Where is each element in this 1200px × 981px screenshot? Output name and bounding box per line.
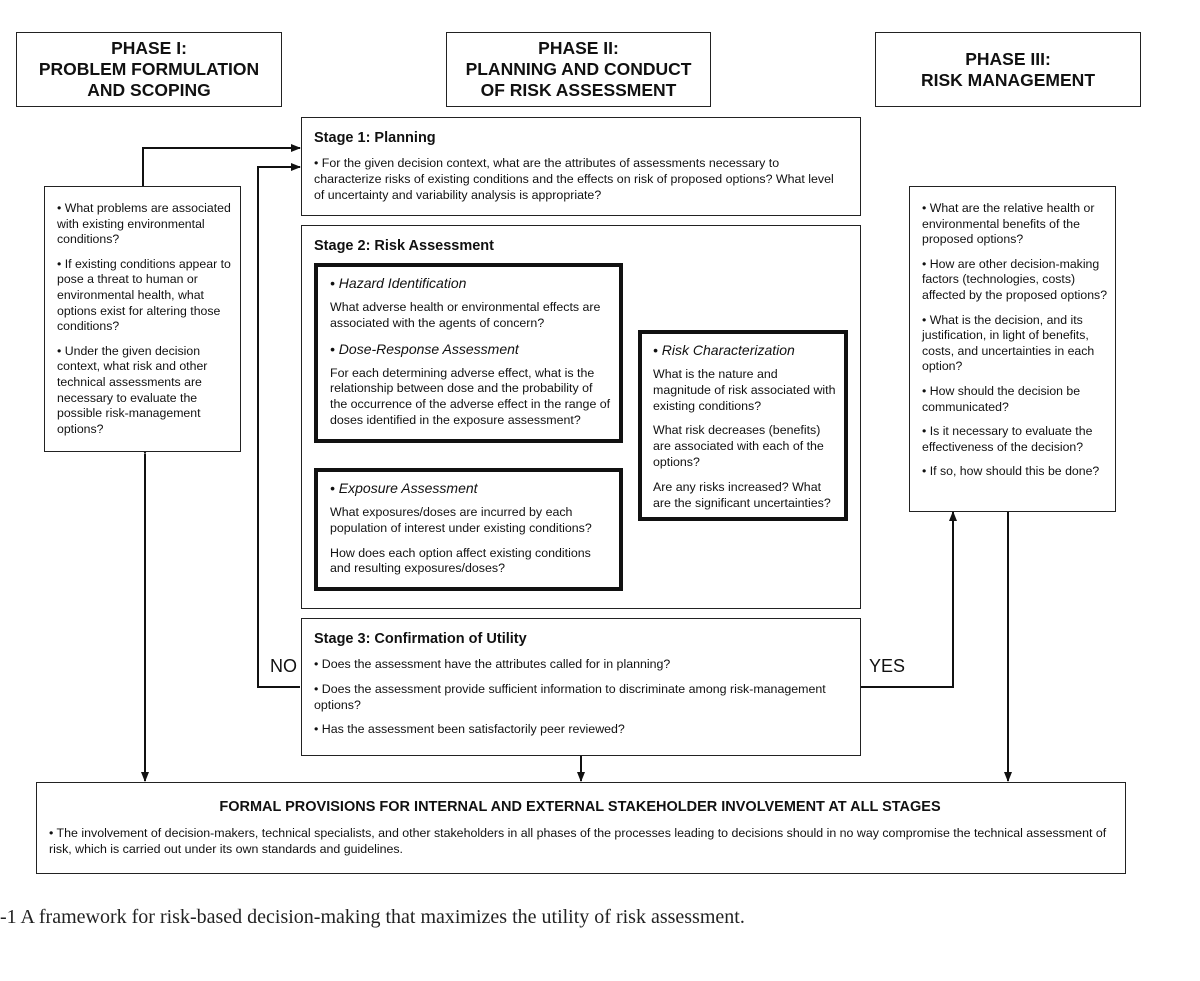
phase-1-question: • What problems are associated with exis… — [57, 201, 231, 247]
stakeholder-title: FORMAL PROVISIONS FOR INTERNAL AND EXTER… — [219, 799, 941, 815]
yes-label: YES — [869, 656, 906, 676]
risk-characterization-text: What risk decreases (benefits) are assoc… — [653, 423, 824, 469]
dose-response-title: • Dose-Response Assessment — [330, 340, 519, 357]
phase-3-question: • What are the relative health or enviro… — [922, 201, 1095, 247]
stage-3-item: • Does the assessment provide sufficient… — [314, 681, 826, 712]
stakeholder-text: • The involvement of decision-makers, te… — [49, 826, 1107, 856]
phase-3-question: • What is the decision, and its justific… — [922, 312, 1095, 374]
stage-2-title: Stage 2: Risk Assessment — [314, 238, 494, 254]
phase-3-header: PHASE III: RISK MANAGEMENT — [875, 32, 1141, 107]
stage-1-title: Stage 1: Planning — [314, 130, 436, 146]
exposure-assessment-text: What exposures/doses are incurred by eac… — [330, 505, 592, 535]
phase-3-question: • Is it necessary to evaluate the effect… — [922, 424, 1093, 454]
stage-3-confirmation-box: Stage 3: Confirmation of Utility • Does … — [301, 618, 861, 756]
phase-3-question: • If so, how should this be done? — [922, 464, 1100, 479]
hazard-dose-box: • Hazard Identification What adverse hea… — [314, 263, 623, 443]
stage-3-item: • Does the assessment have the attribute… — [314, 657, 671, 671]
arrow-no-loop — [257, 163, 301, 688]
risk-characterization-box: • Risk Characterization What is the natu… — [638, 330, 848, 521]
arrow-yes — [861, 511, 957, 688]
phase-1-title: PHASE I: PROBLEM FORMULATION AND SCOPING — [38, 38, 260, 100]
risk-characterization-text: What is the nature and magnitude of risk… — [653, 367, 836, 413]
hazard-identification-title: • Hazard Identification — [330, 275, 467, 291]
exposure-assessment-text: How does each option affect existing con… — [330, 545, 591, 576]
phase-3-title: PHASE III: RISK MANAGEMENT — [920, 48, 1096, 90]
phase-3-question: • How should the decision be communicate… — [922, 383, 1081, 414]
dose-response-text: For each determining adverse effect, wha… — [330, 365, 611, 427]
stage-1-text: • For the given decision context, what a… — [314, 156, 834, 202]
hazard-identification-text: What adverse health or environmental eff… — [330, 300, 601, 330]
phase-1-question: • Under the given decision context, what… — [57, 343, 208, 436]
stage-3-title: Stage 3: Confirmation of Utility — [314, 631, 527, 647]
arrow-phase1-to-planning — [142, 144, 301, 186]
phase-2-title: PHASE II: PLANNING AND CONDUCT OF RISK A… — [465, 38, 692, 100]
phase-3-question: • How are other decision-making factors … — [922, 256, 1108, 302]
phase-1-header: PHASE I: PROBLEM FORMULATION AND SCOPING — [16, 32, 282, 107]
phase-3-questions-box: • What are the relative health or enviro… — [909, 186, 1116, 512]
no-label: NO — [270, 656, 297, 676]
exposure-assessment-title: • Exposure Assessment — [330, 480, 478, 496]
exposure-assessment-box: • Exposure Assessment What exposures/dos… — [314, 468, 623, 591]
figure-caption: -1 A framework for risk-based decision-m… — [0, 906, 745, 928]
risk-characterization-title: • Risk Characterization — [653, 342, 795, 358]
stakeholder-involvement-box: FORMAL PROVISIONS FOR INTERNAL AND EXTER… — [36, 782, 1126, 874]
phase-1-questions-box: • What problems are associated with exis… — [44, 186, 241, 452]
risk-characterization-text: Are any risks increased? What are the si… — [653, 479, 831, 510]
phase-2-header: PHASE II: PLANNING AND CONDUCT OF RISK A… — [446, 32, 711, 107]
stage-3-item: • Has the assessment been satisfactorily… — [314, 722, 625, 737]
stage-1-planning-box: Stage 1: Planning • For the given decisi… — [301, 117, 861, 216]
phase-1-question: • If existing conditions appear to pose … — [57, 256, 231, 334]
